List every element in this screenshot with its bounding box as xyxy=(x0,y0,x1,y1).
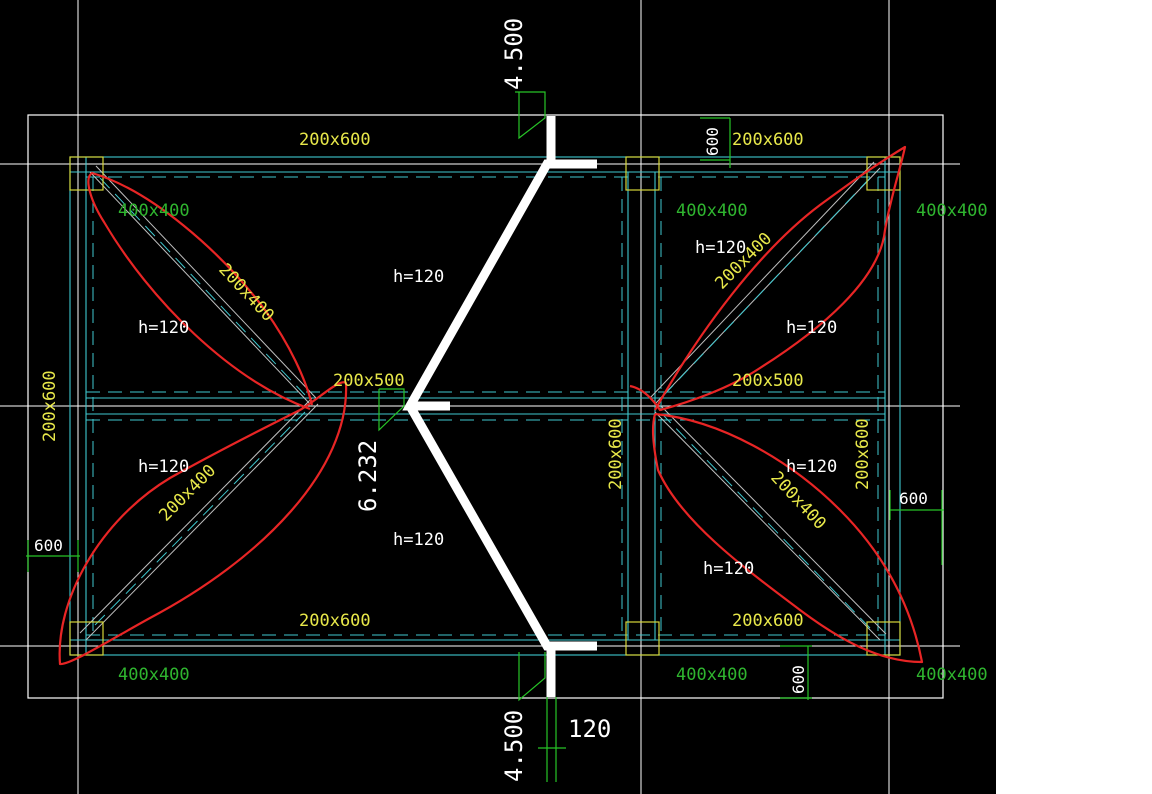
elevation-label-top: 4.500 xyxy=(500,18,528,90)
markup-upper-left xyxy=(87,171,314,411)
column-bottom-mid xyxy=(625,621,660,656)
slab-label-upper-right-a: h=120 xyxy=(695,238,746,258)
slab-outline xyxy=(27,114,944,699)
beam-label-bottom-left: 200x600 xyxy=(299,611,371,631)
slab-label-center-bottom: h=120 xyxy=(393,530,444,550)
beam-label-right-vertical: 200x600 xyxy=(853,418,873,490)
slab-label-lower-left: h=120 xyxy=(138,457,189,477)
elevation-label-mid: 6.232 xyxy=(354,440,382,512)
markup-upper-right xyxy=(629,145,907,412)
dimension-label-bottom: 600 xyxy=(789,665,808,694)
beam-label-top-left: 200x600 xyxy=(299,130,371,150)
dashed-hidden-lines xyxy=(86,176,885,636)
section-cut-line xyxy=(402,116,597,697)
slab-label-lower-right-a: h=120 xyxy=(786,457,837,477)
column-top-right xyxy=(866,156,901,191)
drawing-canvas-background xyxy=(0,0,996,794)
column-label-bottom-left: 400x400 xyxy=(118,665,190,685)
markup-lower-right xyxy=(651,412,924,664)
dimension-label-right: 600 xyxy=(899,489,928,508)
blank-right-margin xyxy=(996,0,1152,794)
elevation-marks xyxy=(26,91,944,782)
column-label-top-left: 400x400 xyxy=(118,201,190,221)
dimension-label-thickness: 120 xyxy=(568,715,611,743)
beam-label-left-vertical: 200x600 xyxy=(40,370,60,442)
slab-label-upper-left: h=120 xyxy=(138,318,189,338)
elevation-label-bottom: 4.500 xyxy=(500,710,528,782)
red-markup-curves xyxy=(58,145,924,666)
beam-label-mid-left: 200x500 xyxy=(333,371,405,391)
beam-outlines xyxy=(69,156,901,656)
beam-label-mid-vertical: 200x600 xyxy=(606,418,626,490)
beam-label-mid-right: 200x500 xyxy=(732,371,804,391)
column-label-top-mid: 400x400 xyxy=(676,201,748,221)
slab-label-center-top: h=120 xyxy=(393,267,444,287)
column-bottom-left xyxy=(69,621,104,656)
slab-label-lower-right-b: h=120 xyxy=(703,559,754,579)
column-top-mid xyxy=(625,156,660,191)
dimension-label-top: 600 xyxy=(703,127,722,156)
markup-lower-left xyxy=(58,381,348,666)
dimension-label-left: 600 xyxy=(34,536,63,555)
column-label-bottom-right: 400x400 xyxy=(916,665,988,685)
beam-label-bottom-right: 200x600 xyxy=(732,611,804,631)
diagonal-beam-dashes xyxy=(94,177,871,629)
diagonal-beams xyxy=(79,161,887,641)
column-top-left xyxy=(69,156,104,191)
slab-label-upper-right-b: h=120 xyxy=(786,318,837,338)
column-label-top-right: 400x400 xyxy=(916,201,988,221)
beam-label-top-right: 200x600 xyxy=(732,130,804,150)
column-label-bottom-mid: 400x400 xyxy=(676,665,748,685)
columns xyxy=(69,156,901,656)
